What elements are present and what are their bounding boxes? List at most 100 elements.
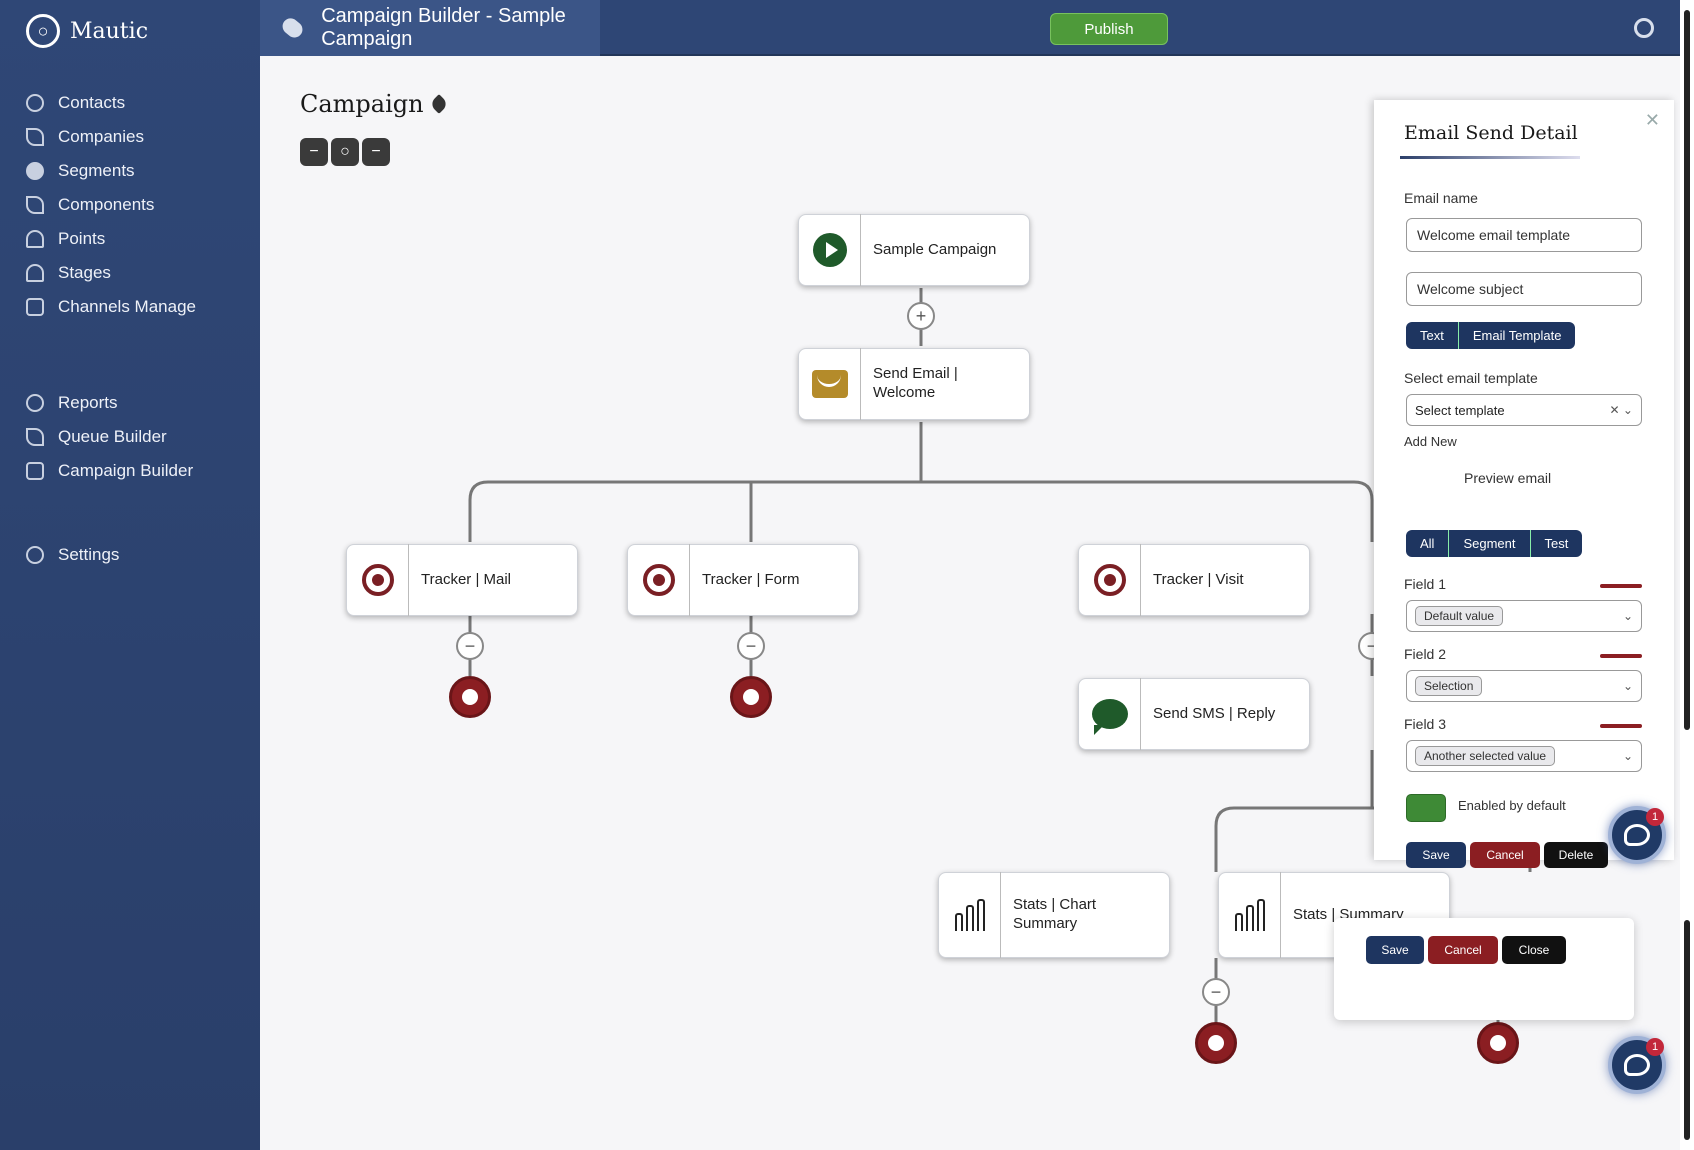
save-button[interactable]: Save [1406, 842, 1466, 868]
tab-test[interactable]: Test [1530, 530, 1583, 557]
tab-all[interactable]: All [1406, 530, 1450, 557]
tab-email-template[interactable]: Email Template [1458, 322, 1576, 349]
stages-icon [26, 264, 44, 282]
target-icon [1093, 564, 1126, 596]
nav-group-secondary: Reports Queue Builder Campaign Builder [26, 386, 193, 488]
add-step-connector[interactable]: − [737, 632, 765, 660]
enabled-toggle[interactable] [1406, 794, 1446, 822]
chat-launcher-button-secondary[interactable]: 1 [1608, 1036, 1666, 1094]
tab-text[interactable]: Text [1406, 322, 1459, 349]
add-step-connector[interactable]: − [456, 632, 484, 660]
sidebar-item-campaign[interactable]: Campaign Builder [26, 454, 193, 488]
nav-group-bottom: Settings [26, 538, 119, 572]
sidebar-item-points[interactable]: Points [26, 222, 196, 256]
sidebar-item-label: Settings [58, 545, 120, 564]
tab-campaign-builder[interactable]: Campaign Builder - Sample Campaign [260, 0, 600, 56]
sidebar-item-label: Components [58, 195, 155, 214]
node-condition-1[interactable]: Tracker | Mail [346, 544, 578, 616]
sidebar-item-companies[interactable]: Companies [26, 120, 196, 154]
node-label: Send Email | Welcome [873, 365, 958, 401]
zoom-in-button[interactable]: − [362, 138, 390, 166]
cancel-button[interactable]: Cancel [1470, 842, 1540, 868]
popover-cancel-button[interactable]: Cancel [1428, 936, 1498, 964]
bar-chart-icon [1234, 899, 1265, 931]
page-title: Campaign [300, 90, 449, 118]
sidebar-item-settings[interactable]: Settings [26, 538, 119, 572]
add-step-connector[interactable]: − [1202, 978, 1230, 1006]
node-start[interactable]: Sample Campaign [798, 214, 1030, 286]
publish-button[interactable]: Publish [1050, 13, 1168, 45]
gear-icon[interactable] [1634, 18, 1654, 38]
tab-segment[interactable]: Segment [1449, 530, 1531, 557]
add-step-connector[interactable]: + [907, 302, 935, 330]
email-subject-input[interactable]: Welcome subject [1406, 272, 1642, 306]
mail-icon [811, 370, 848, 398]
sidebar-item-reports[interactable]: Reports [26, 386, 193, 420]
page-scrollbar[interactable] [1680, 0, 1694, 1150]
preview-email-link[interactable]: Preview email [1464, 470, 1552, 486]
field1-label: Field 1 [1404, 576, 1447, 592]
template-select[interactable]: Select template ✕ ⌄ [1406, 394, 1642, 426]
field1-chip: Default value [1415, 606, 1504, 626]
node-stats-1[interactable]: Stats | Chart Summary [938, 872, 1170, 958]
page-title-text: Campaign [300, 90, 424, 118]
add-new-link[interactable]: Add New [1404, 434, 1457, 449]
end-node[interactable] [449, 676, 491, 718]
field2-chip: Selection [1415, 676, 1483, 696]
sidebar-item-queue[interactable]: Queue Builder [26, 420, 193, 454]
field1-select[interactable]: Default value ⌄ [1406, 600, 1642, 632]
option-tabs: All Segment Test [1406, 530, 1583, 557]
node-send-sms[interactable]: Send SMS | Reply [1078, 678, 1310, 750]
sidebar-item-label: Companies [58, 127, 144, 146]
node-condition-3[interactable]: Tracker | Visit [1078, 544, 1310, 616]
field2-select[interactable]: Selection ⌄ [1406, 670, 1642, 702]
field3-remove[interactable] [1600, 724, 1642, 728]
field3-select[interactable]: Another selected value ⌄ [1406, 740, 1642, 772]
sidebar-item-segments[interactable]: Segments [26, 154, 196, 188]
close-icon[interactable]: ✕ [1644, 110, 1660, 130]
node-label: Tracker | Visit [1153, 570, 1244, 588]
bar-chart-icon [954, 899, 985, 931]
field3-chip: Another selected value [1415, 746, 1556, 766]
queue-icon [26, 428, 44, 446]
popover-save-button[interactable]: Save [1366, 936, 1424, 964]
email-name-input[interactable]: Welcome email template [1406, 218, 1642, 252]
node-condition-2[interactable]: Tracker | Form [627, 544, 859, 616]
end-node[interactable] [1477, 1022, 1519, 1064]
node-label: Sample Campaign [873, 240, 997, 258]
node-label: Tracker | Form [702, 570, 800, 588]
sidebar-item-components[interactable]: Components [26, 188, 196, 222]
sidebar-item-channels[interactable]: Channels Manage [26, 290, 196, 324]
popover-close-button[interactable]: Close [1502, 936, 1566, 964]
end-node[interactable] [730, 676, 772, 718]
node-send-email[interactable]: Send Email | Welcome [798, 348, 1030, 420]
action-popover: Save Cancel Close [1334, 918, 1634, 1020]
sidebar-item-stages[interactable]: Stages [26, 256, 196, 290]
field3-label: Field 3 [1404, 716, 1447, 732]
chat-launcher-button[interactable]: 1 [1608, 806, 1666, 864]
target-icon [361, 564, 394, 596]
node-label: Send SMS | Reply [1153, 704, 1276, 722]
tab-pill-icon [279, 15, 306, 41]
sidebar-item-label: Contacts [58, 93, 126, 112]
end-node[interactable] [1195, 1022, 1237, 1064]
scrollbar-thumb-lower[interactable] [1684, 920, 1690, 1140]
zoom-reset-button[interactable]: ○ [331, 138, 359, 166]
node-label: Tracker | Mail [421, 570, 512, 588]
brand[interactable]: ○ Mautic [26, 14, 148, 48]
delete-button[interactable]: Delete [1544, 842, 1608, 868]
contacts-icon [26, 94, 44, 112]
target-icon [642, 564, 675, 596]
field2-remove[interactable] [1600, 654, 1642, 658]
sidebar-item-contacts[interactable]: Contacts [26, 86, 196, 120]
scrollbar-thumb[interactable] [1684, 10, 1690, 730]
edge-branch-left [468, 480, 1374, 542]
template-select-value: Select template [1415, 402, 1505, 418]
zoom-out-button[interactable]: − [300, 138, 328, 166]
reports-icon [26, 394, 44, 412]
tab-title: Campaign Builder - Sample Campaign [321, 5, 566, 50]
field1-remove[interactable] [1600, 584, 1642, 588]
mode-tabs: Text Email Template [1406, 322, 1576, 349]
campaign-icon [26, 462, 44, 480]
brand-name: Mautic [70, 18, 149, 44]
